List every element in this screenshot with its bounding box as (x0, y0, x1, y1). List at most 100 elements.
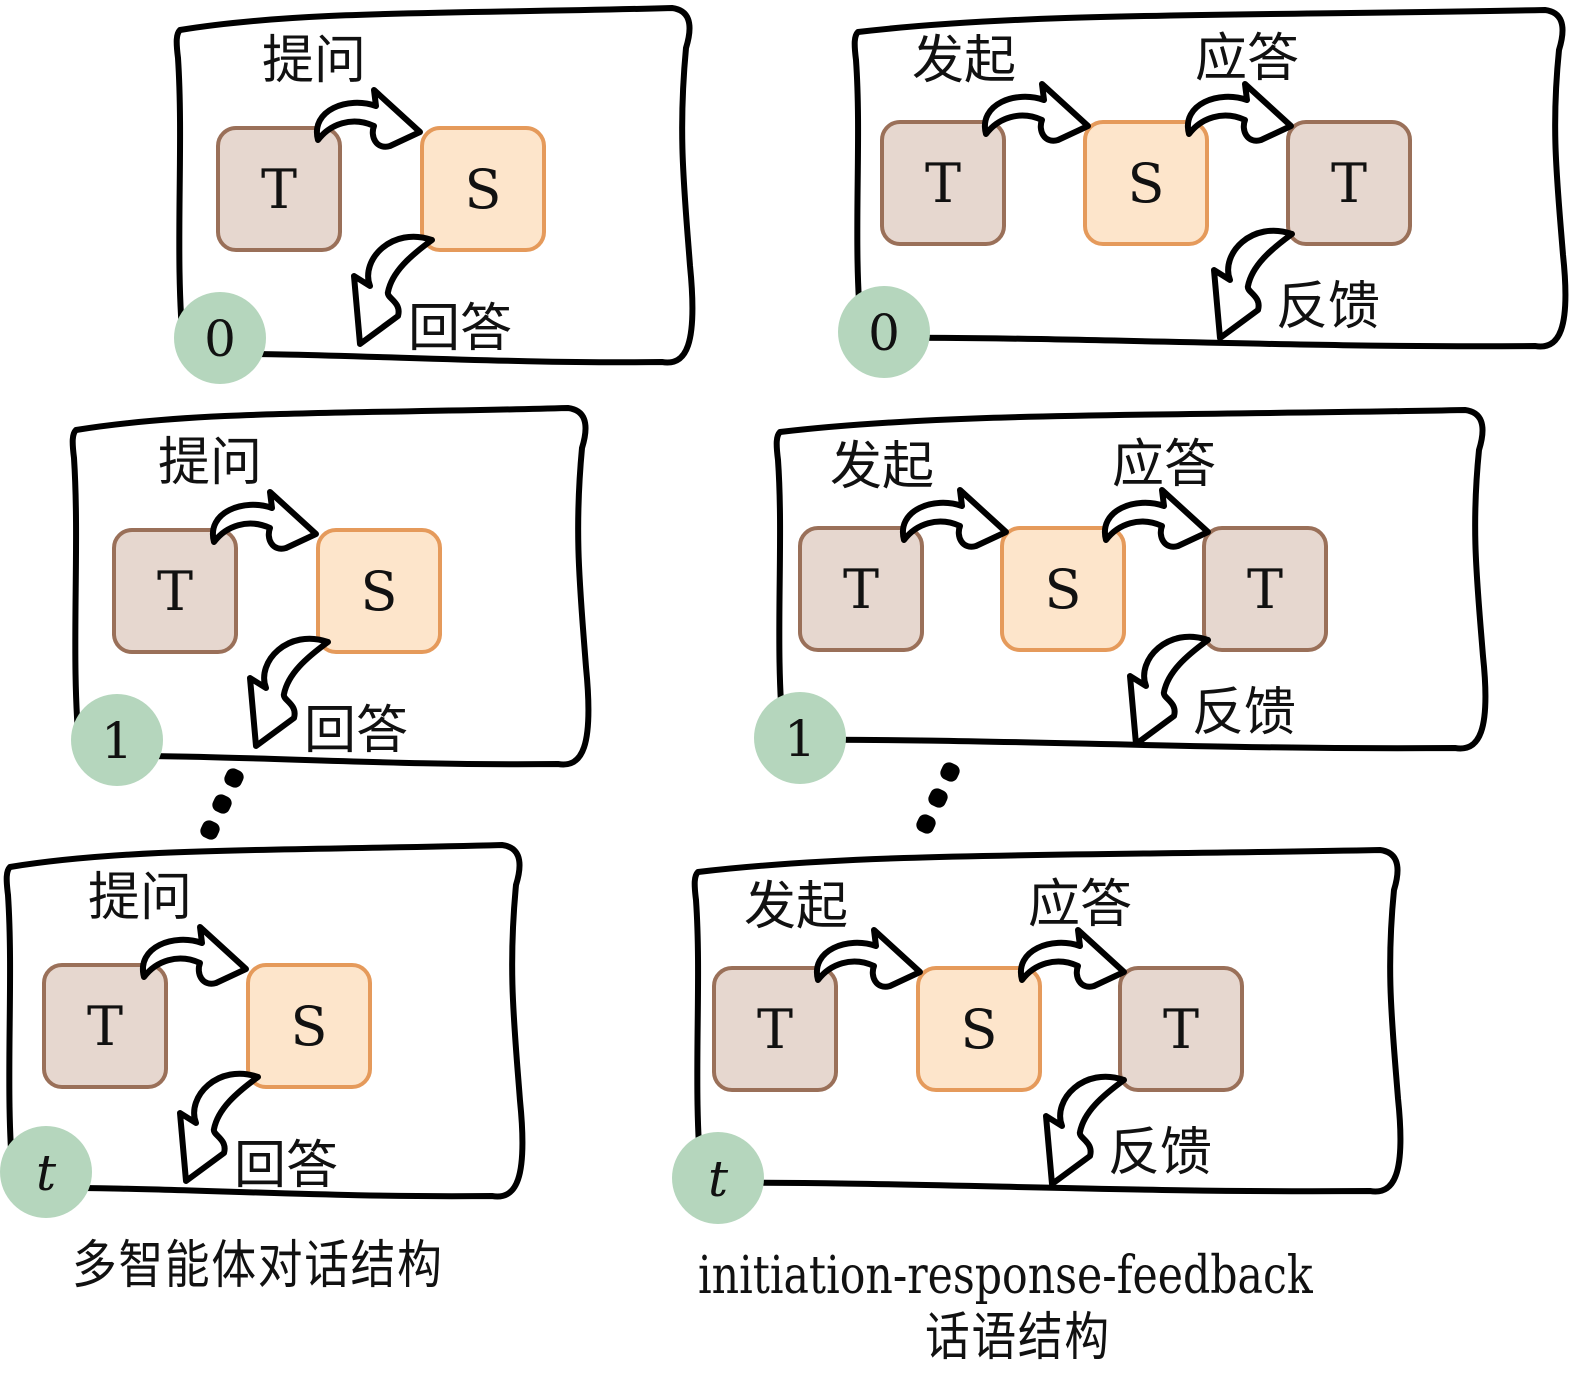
initiation-arrow (899, 487, 1009, 550)
step-label: 0 (868, 304, 900, 362)
teacher-node: T (1118, 966, 1244, 1092)
student-node: S (316, 528, 442, 654)
student-box (246, 963, 372, 1089)
student-node: S (1000, 526, 1126, 652)
student-label: S (1128, 152, 1165, 215)
panel-frame (773, 407, 1489, 752)
teacher-label: T (925, 152, 961, 215)
teacher-node: T (880, 120, 1006, 246)
panel-frame (851, 7, 1569, 350)
teacher-node: T (712, 966, 838, 1092)
step-circle (838, 286, 930, 378)
student-label: S (361, 560, 398, 623)
response-label: 应答 (1028, 875, 1132, 935)
left-ellipsis: ⋮ (200, 768, 244, 840)
feedback-arrow (1211, 227, 1295, 341)
step-badge: 1 (754, 692, 846, 784)
teacher-node: T (1202, 526, 1328, 652)
student-box (316, 528, 442, 654)
teacher-label: T (843, 558, 879, 621)
student-label: S (465, 158, 502, 221)
initiation-label: 发起 (830, 437, 934, 497)
panel-frame (691, 847, 1404, 1195)
step-circle (174, 292, 266, 384)
student-node: S (420, 126, 546, 252)
teacher-node: T (1286, 120, 1412, 246)
teacher-box (798, 526, 924, 652)
student-box (1083, 120, 1209, 246)
caption-irf-line1: initiation-response-feedback (698, 1246, 1313, 1306)
caption-irf-line2: 话语结构 (925, 1308, 1111, 1368)
teacher-node: T (216, 126, 342, 252)
teacher-box (712, 966, 838, 1092)
ask-arrow (139, 924, 249, 987)
student-node: S (1083, 120, 1209, 246)
teacher-box (216, 126, 342, 252)
teacher-box (880, 120, 1006, 246)
initiation-label: 发起 (744, 877, 848, 937)
ellipsis-dot (200, 820, 220, 840)
feedback-label: 反馈 (1192, 683, 1296, 743)
ellipsis-dot (928, 788, 948, 808)
response-arrow (1017, 927, 1127, 990)
panel-frame (3, 842, 526, 1200)
student-box (420, 126, 546, 252)
step-label: t (36, 1144, 57, 1202)
student-box (916, 966, 1042, 1092)
answer-arrow (177, 1070, 261, 1184)
teacher-label: T (757, 998, 793, 1061)
step-label: 0 (204, 310, 236, 368)
teacher-box (1286, 120, 1412, 246)
step-circle (0, 1126, 92, 1218)
student-box (1000, 526, 1126, 652)
response-arrow (1184, 81, 1294, 144)
step-label: t (708, 1150, 729, 1208)
step-circle (71, 694, 163, 786)
step-label: 1 (101, 712, 133, 770)
student-node: S (916, 966, 1042, 1092)
ask-label: 提问 (88, 868, 192, 928)
step-badge: 1 (71, 694, 163, 786)
teacher-label: T (1163, 998, 1199, 1061)
panel-frame (69, 405, 592, 768)
response-label: 应答 (1112, 435, 1216, 495)
initiation-arrow (981, 81, 1091, 144)
feedback-arrow (1043, 1073, 1127, 1187)
step-circle (672, 1132, 764, 1224)
initiation-label: 发起 (912, 31, 1016, 91)
teacher-box (42, 963, 168, 1089)
answer-arrow (247, 635, 331, 749)
teacher-box (1118, 966, 1244, 1092)
teacher-label: T (1331, 152, 1367, 215)
feedback-label: 反馈 (1276, 277, 1380, 337)
student-node: S (246, 963, 372, 1089)
step-badge: 0 (838, 286, 930, 378)
response-label: 应答 (1195, 29, 1299, 89)
ellipsis-dot (212, 794, 232, 814)
teacher-box (1202, 526, 1328, 652)
ask-label: 提问 (262, 31, 366, 91)
step-badge: t (0, 1126, 92, 1218)
answer-label: 回答 (304, 701, 408, 761)
teacher-label: T (87, 995, 123, 1058)
ask-arrow (313, 87, 423, 150)
answer-label: 回答 (408, 299, 512, 359)
answer-arrow (351, 233, 435, 347)
student-label: S (291, 995, 328, 1058)
step-badge: t (672, 1132, 764, 1224)
step-badge: 0 (174, 292, 266, 384)
feedback-label: 反馈 (1108, 1123, 1212, 1183)
ellipsis-dot (940, 762, 960, 782)
ask-label: 提问 (158, 433, 262, 493)
teacher-box (112, 528, 238, 654)
step-circle (754, 692, 846, 784)
response-arrow (1101, 487, 1211, 550)
answer-label: 回答 (234, 1136, 338, 1196)
